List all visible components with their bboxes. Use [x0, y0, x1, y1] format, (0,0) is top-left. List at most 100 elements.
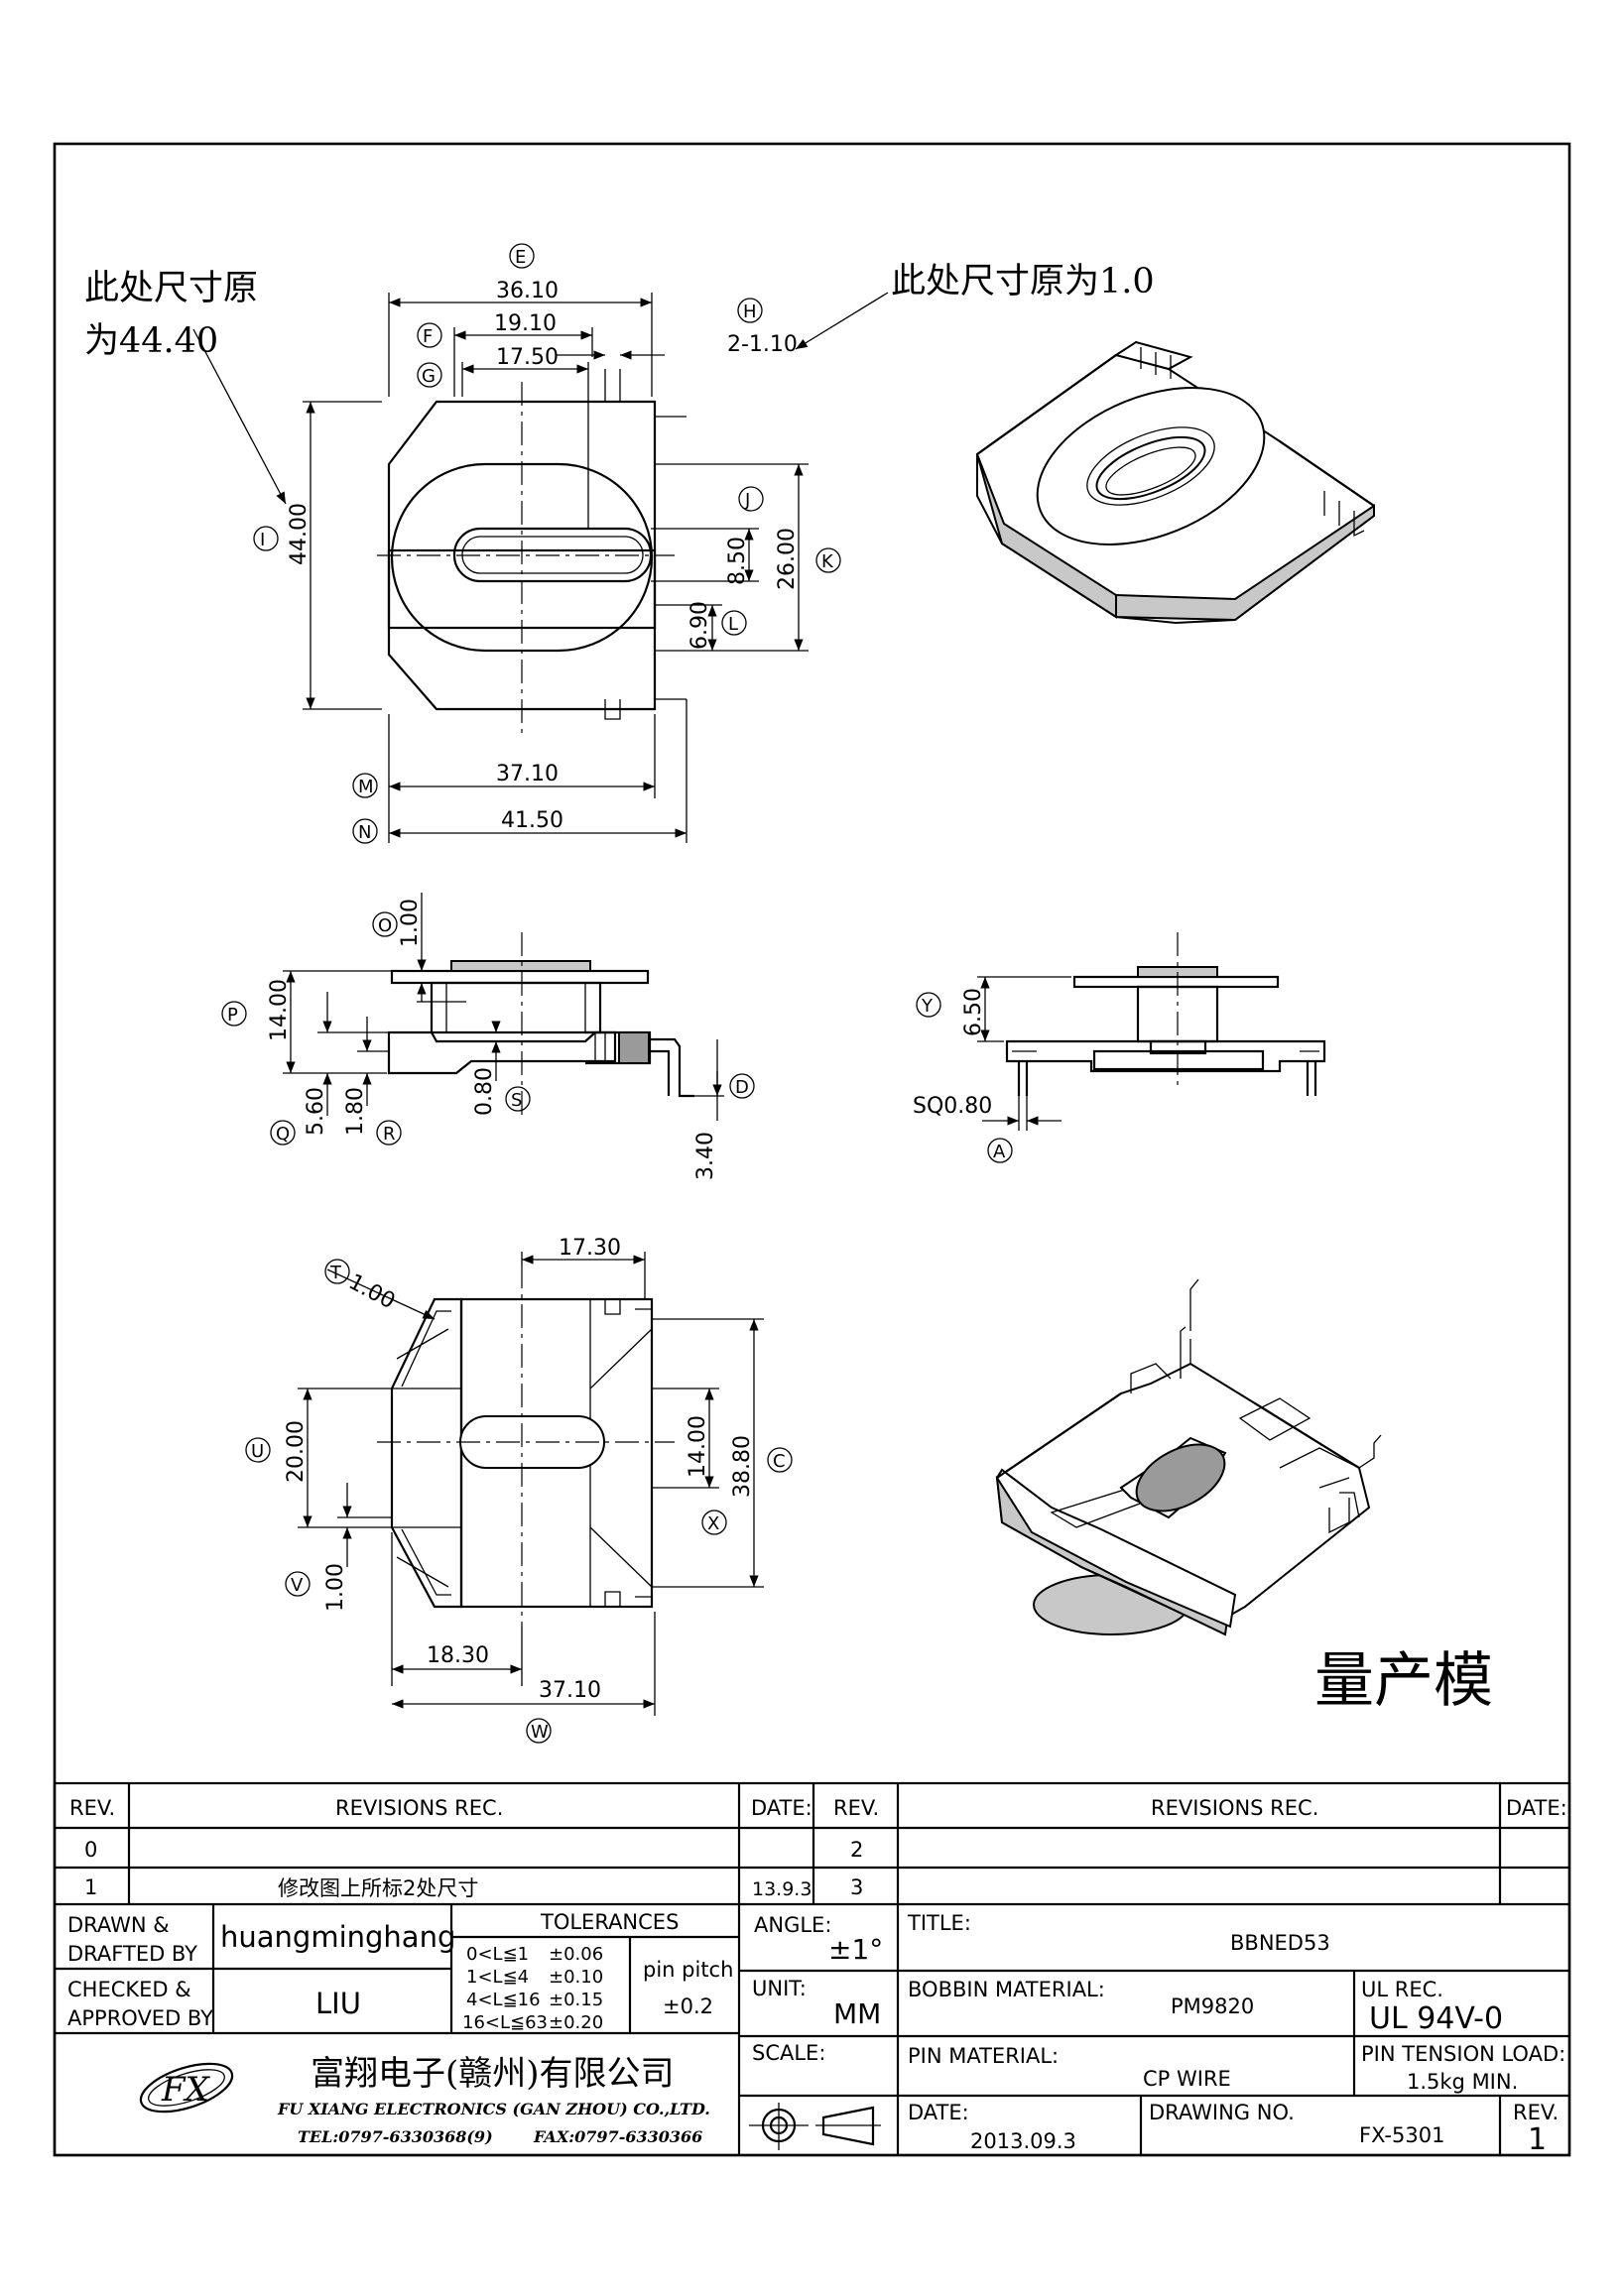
dim-F: 19.10 — [494, 311, 557, 336]
dim-H: 2-1.10 — [727, 332, 798, 357]
svg-text:V: V — [291, 1575, 304, 1596]
date-value: 2013.09.3 — [970, 2129, 1076, 2153]
pin-material: CP WIRE — [1143, 2067, 1231, 2091]
svg-text:TITLE:: TITLE: — [907, 1911, 971, 1935]
dim-D: 3.40 — [693, 1132, 718, 1180]
svg-text:DRAFTED BY: DRAFTED BY — [67, 1942, 197, 1966]
svg-text:CHECKED &: CHECKED & — [67, 1978, 191, 2001]
svg-text:Y: Y — [921, 996, 934, 1017]
rev-row-0-rev: 0 — [84, 1838, 97, 1862]
svg-text:±0.20: ±0.20 — [549, 2012, 603, 2033]
rev-value: 1 — [1528, 2122, 1547, 2157]
right-note-text: 此处尺寸原为1.0 — [891, 262, 1155, 302]
svg-text:pin pitch: pin pitch — [643, 1958, 733, 1982]
dim-E: 36.10 — [496, 279, 559, 303]
dim-T: 1.00 — [344, 1269, 399, 1314]
svg-text:R: R — [383, 1124, 396, 1145]
svg-text:C: C — [773, 1451, 786, 1472]
projection-symbol — [749, 2103, 881, 2150]
pin-tension: 1.5kg MIN. — [1407, 2070, 1518, 2094]
svg-text:U: U — [251, 1441, 264, 1462]
svg-text:REV.: REV. — [833, 1796, 879, 1820]
dim-R: 1.80 — [343, 1087, 368, 1136]
svg-text:S: S — [511, 1090, 522, 1111]
company-fax: FAX:0797-6330366 — [533, 2127, 702, 2146]
svg-text:APPROVED BY: APPROVED BY — [67, 2006, 213, 2030]
svg-text:SCALE:: SCALE: — [752, 2041, 825, 2065]
svg-text:H: H — [743, 302, 757, 322]
svg-text:A: A — [993, 1142, 1006, 1162]
svg-text:±0.2: ±0.2 — [663, 1994, 713, 2018]
dim-C: 38.80 — [730, 1435, 755, 1498]
svg-text:Q: Q — [276, 1124, 290, 1145]
side-view-dimensions: 6.50 Y SQ0.80 A — [913, 976, 1071, 1163]
angle-value: ±1° — [828, 1933, 883, 1966]
company-tel: TEL:0797-6330368(9) — [298, 2127, 493, 2146]
svg-text:BOBBIN MATERIAL:: BOBBIN MATERIAL: — [908, 1978, 1105, 2001]
svg-text:DATE:: DATE: — [908, 2101, 969, 2124]
svg-text:DRAWING NO.: DRAWING NO. — [1149, 2101, 1295, 2124]
title-value: BBNED53 — [1230, 1931, 1330, 1955]
company-en: FU XIANG ELECTRONICS (GAN ZHOU) CO.,LTD. — [277, 2100, 710, 2118]
svg-text:G: G — [422, 366, 436, 387]
ul-rec: UL 94V-0 — [1369, 2001, 1503, 2036]
svg-text:P: P — [227, 1005, 238, 1026]
iso-view-top — [976, 340, 1375, 625]
svg-text:0<L≦1: 0<L≦1 — [466, 1944, 529, 1965]
rev-row-1-date: 13.9.3 — [752, 1878, 812, 1900]
svg-text:REV.: REV. — [1513, 2101, 1559, 2124]
dim-A: SQ0.80 — [913, 1094, 992, 1119]
dim-J: 8.50 — [725, 537, 750, 585]
side-view — [1005, 932, 1326, 1096]
svg-text:±0.15: ±0.15 — [549, 1990, 603, 2010]
left-note-line2: 为44.40 — [84, 321, 218, 361]
front-view — [387, 932, 694, 1116]
svg-text:K: K — [821, 551, 834, 572]
drawing-no: FX-5301 — [1359, 2123, 1444, 2147]
rev-row-1-text: 修改图上所标2处尺寸 — [278, 1876, 478, 1900]
svg-text:J: J — [744, 490, 750, 511]
dim-K: 26.00 — [775, 528, 800, 590]
svg-text:DRAWN &: DRAWN & — [67, 1913, 170, 1937]
rev-row-3-rev: 3 — [850, 1875, 863, 1899]
svg-text:ANGLE:: ANGLE: — [754, 1913, 831, 1937]
svg-text:T: T — [329, 1263, 342, 1283]
dim-G: 17.50 — [496, 345, 559, 370]
logo-text: FX — [161, 2070, 211, 2110]
svg-text:UL REC.: UL REC. — [1361, 1978, 1443, 2001]
svg-text:PIN TENSION LOAD:: PIN TENSION LOAD: — [1361, 2042, 1565, 2066]
svg-text:D: D — [735, 1077, 749, 1098]
title-block: REV. REVISIONS REC. DATE: REV. REVISIONS… — [53, 1781, 1571, 2157]
dim-M: 37.10 — [496, 762, 559, 786]
svg-text:X: X — [707, 1513, 719, 1534]
bottom-view — [377, 1265, 687, 1627]
svg-text:DATE:: DATE: — [751, 1796, 812, 1820]
dim-half-width: 18.30 — [427, 1643, 489, 1668]
rev-row-2-rev: 2 — [850, 1838, 863, 1862]
dim-V: 1.00 — [323, 1563, 348, 1612]
svg-text:E: E — [515, 247, 526, 268]
svg-text:O: O — [378, 915, 392, 936]
svg-text:N: N — [358, 822, 371, 843]
svg-text:1<L≦4: 1<L≦4 — [466, 1967, 529, 1988]
svg-text:L: L — [728, 614, 738, 635]
svg-text:REV.: REV. — [69, 1796, 115, 1820]
top-view-dimensions: 36.10 E 19.10 F 17.50 G 2-1.10 H 44.00 I… — [253, 243, 841, 844]
stamp-text: 量产模 — [1314, 1646, 1493, 1716]
dim-O: 1.00 — [398, 899, 423, 947]
checked-by: LIU — [315, 1987, 361, 2020]
dim-X: 14.00 — [686, 1415, 710, 1478]
dim-Q: 5.60 — [304, 1087, 328, 1136]
svg-text:I: I — [260, 530, 265, 550]
left-note-line1: 此处尺寸原 — [84, 269, 258, 308]
svg-text:±0.06: ±0.06 — [549, 1944, 603, 1965]
dim-top-width: 17.30 — [559, 1236, 621, 1261]
company-logo: FX — [139, 2062, 234, 2114]
unit-value: MM — [833, 1997, 881, 2030]
bottom-view-dimensions: 1.00 T 17.30 20.00 U 38.80 C 14.00 X 1.0… — [245, 1236, 793, 1744]
dim-P: 14.00 — [267, 979, 292, 1041]
dim-I: 44.00 — [287, 503, 312, 565]
right-note: 此处尺寸原为1.0 — [795, 262, 1155, 350]
front-view-dimensions: 14.00 P 1.00 O 5.60 Q 1.80 R 0.80 S 3.40… — [221, 893, 755, 1180]
